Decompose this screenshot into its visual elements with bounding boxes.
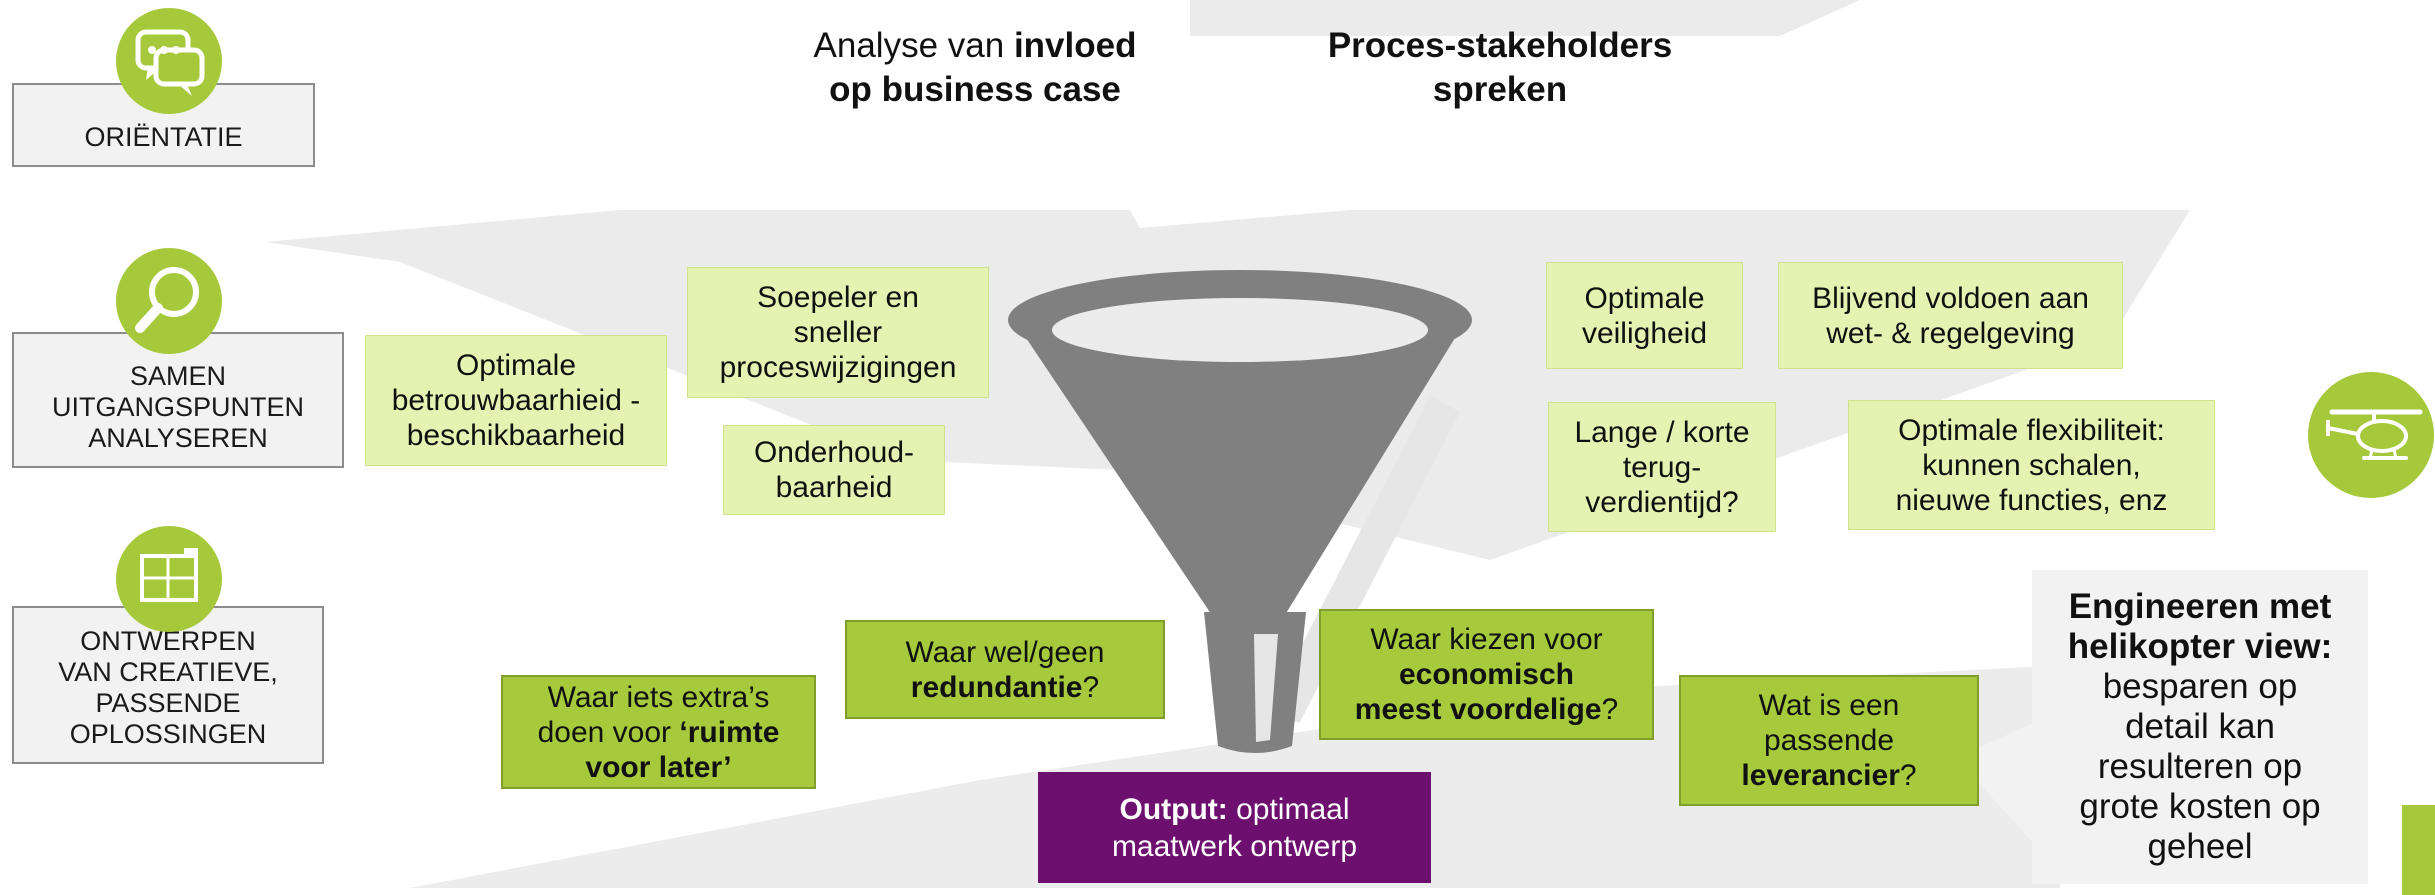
helicopter-view-callout: Engineeren met helikopter view: besparen… xyxy=(2032,570,2368,884)
funnel-icon xyxy=(1008,270,1472,753)
question-redundantie: Waar wel/geen redundantie? xyxy=(845,620,1165,719)
corner-accent xyxy=(2402,805,2435,895)
step-uitgangspunten-line: UITGANGSPUNTEN xyxy=(51,392,305,422)
header-stakeholders: Proces-stakeholders spreken xyxy=(1327,26,1673,109)
step-uitgangspunten-line: ANALYSEREN xyxy=(88,423,268,453)
step-uitgangspunten-line: SAMEN xyxy=(129,361,227,391)
input-onderhoudbaarheid: Onderhoud-baarheid xyxy=(723,425,945,515)
header-business-case: Analyse van invloed op business case xyxy=(813,26,1137,109)
floorplan-icon xyxy=(116,526,222,632)
question-economisch: Waar kiezen voor economisch meest voorde… xyxy=(1319,609,1654,740)
input-flexibiliteit: Optimale flexibiliteit:kunnen schalen,ni… xyxy=(1848,400,2215,530)
output-box: Output: optimaal maatwerk ontwerp xyxy=(1038,772,1431,883)
top-band xyxy=(1190,0,1860,36)
question-leverancier: Wat is een passende leverancier? xyxy=(1679,675,1979,806)
speech-bubbles-icon xyxy=(116,8,222,114)
helicopter-icon xyxy=(2308,372,2435,498)
magnifier-icon xyxy=(116,248,222,354)
step-orientatie-label: ORIËNTATIE xyxy=(84,122,243,152)
question-ruimte-voor-later: Waar iets extra’s doen voor ‘ruimte voor… xyxy=(501,675,816,789)
step-ontwerpen-line: PASSENDE xyxy=(95,688,241,718)
step-ontwerpen: ONTWERPEN VAN CREATIEVE, PASSENDE OPLOSS… xyxy=(12,606,324,764)
top-band-left xyxy=(1190,0,1290,36)
step-uitgangspunten: SAMEN UITGANGSPUNTEN ANALYSEREN xyxy=(12,332,344,468)
step-ontwerpen-line: VAN CREATIEVE, xyxy=(58,657,278,687)
step-ontwerpen-line: OPLOSSINGEN xyxy=(69,719,267,749)
